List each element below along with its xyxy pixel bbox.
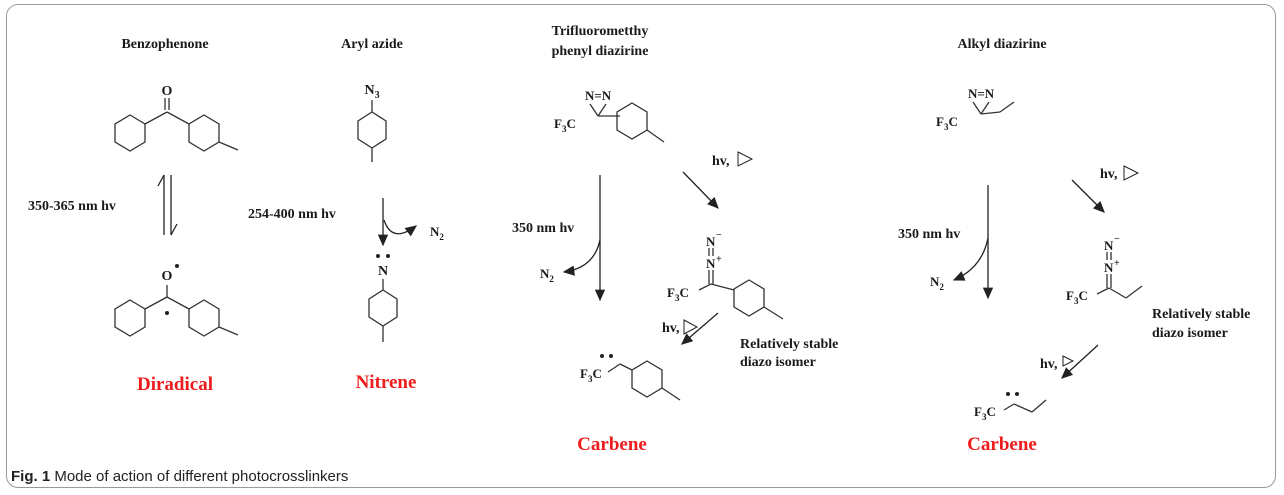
alkyl-diazirine-structure: N=N F3C	[936, 86, 1015, 132]
condition-tfm: 350 nm hv	[512, 221, 574, 236]
svg-text:N3: N3	[364, 83, 379, 101]
header-tfm-line1: Trifluorometthy	[552, 24, 649, 39]
condition-azide: 254-400 nm hv	[248, 207, 336, 222]
oxygen-label: O	[162, 84, 173, 99]
svg-text:F3C: F3C	[554, 116, 576, 134]
diradical-structure: O	[114, 264, 239, 337]
figure-label: Fig. 1	[11, 468, 51, 485]
svg-text:O: O	[162, 269, 173, 284]
hv-alkyl-2: hv,	[1040, 357, 1058, 372]
svg-text:F3C: F3C	[667, 285, 689, 303]
svg-text:N: N	[1104, 260, 1114, 275]
benzophenone-structure: O	[114, 84, 239, 152]
header-alkyl-diazirine: Alkyl diazirine	[957, 37, 1046, 52]
svg-text:−: −	[716, 230, 722, 241]
svg-text:F3C: F3C	[1066, 288, 1088, 306]
figure-caption: Fig. 1 Mode of action of different photo…	[11, 468, 348, 485]
svg-text:F3C: F3C	[580, 366, 602, 384]
tfm-diazo-isomer: N − N + F3C	[667, 230, 784, 320]
product-diradical: Diradical	[137, 374, 213, 395]
product-nitrene: Nitrene	[356, 372, 417, 393]
condition-bp: 350-365 nm hv	[28, 199, 116, 214]
carbene1-structure: F3C	[580, 354, 681, 401]
svg-text:N: N	[706, 234, 716, 249]
tfm-diazirine-structure: N=N F3C	[554, 88, 665, 143]
svg-text:N=N: N=N	[585, 88, 612, 103]
svg-text:N: N	[706, 256, 716, 271]
svg-text:F3C: F3C	[974, 404, 996, 422]
product-carbene-2: Carbene	[967, 434, 1037, 455]
figure-caption-text: Mode of action of different photocrossli…	[50, 468, 349, 485]
condition-alkyl: 350 nm hv	[898, 227, 960, 242]
svg-text:+: +	[716, 254, 722, 265]
hv-alkyl-1: hv,	[1100, 167, 1118, 182]
header-benzophenone: Benzophenone	[121, 37, 208, 52]
hv-tfm-1: hv,	[712, 154, 730, 169]
header-aryl-azide: Aryl azide	[341, 37, 403, 52]
n2-loss-azide: N2	[430, 224, 444, 242]
product-carbene-1: Carbene	[577, 434, 647, 455]
svg-text:F3C: F3C	[936, 114, 958, 132]
note-stable-2-line2: diazo isomer	[1152, 326, 1228, 341]
svg-text:N: N	[1104, 238, 1114, 253]
carbene2-structure: F3C	[974, 392, 1047, 422]
svg-text:N2: N2	[540, 266, 554, 284]
alkyl-diazo-isomer: N − N + F3C	[1066, 234, 1143, 306]
header-tfm-line2: phenyl diazirine	[552, 44, 649, 59]
figure-frame	[6, 4, 1276, 488]
svg-text:N2: N2	[930, 274, 944, 292]
svg-text:+: +	[1114, 258, 1120, 269]
hv-tfm-2: hv,	[662, 321, 680, 336]
svg-text:−: −	[1114, 234, 1120, 245]
nitrene-structure: N	[368, 264, 398, 342]
note-stable-2-line1: Relatively stable	[1152, 307, 1250, 322]
note-stable-1-line2: diazo isomer	[740, 355, 816, 370]
svg-text:N: N	[378, 264, 388, 279]
note-stable-1-line1: Relatively stable	[740, 337, 838, 352]
svg-text:N=N: N=N	[968, 86, 995, 101]
aryl-azide-structure: N3	[357, 83, 387, 162]
